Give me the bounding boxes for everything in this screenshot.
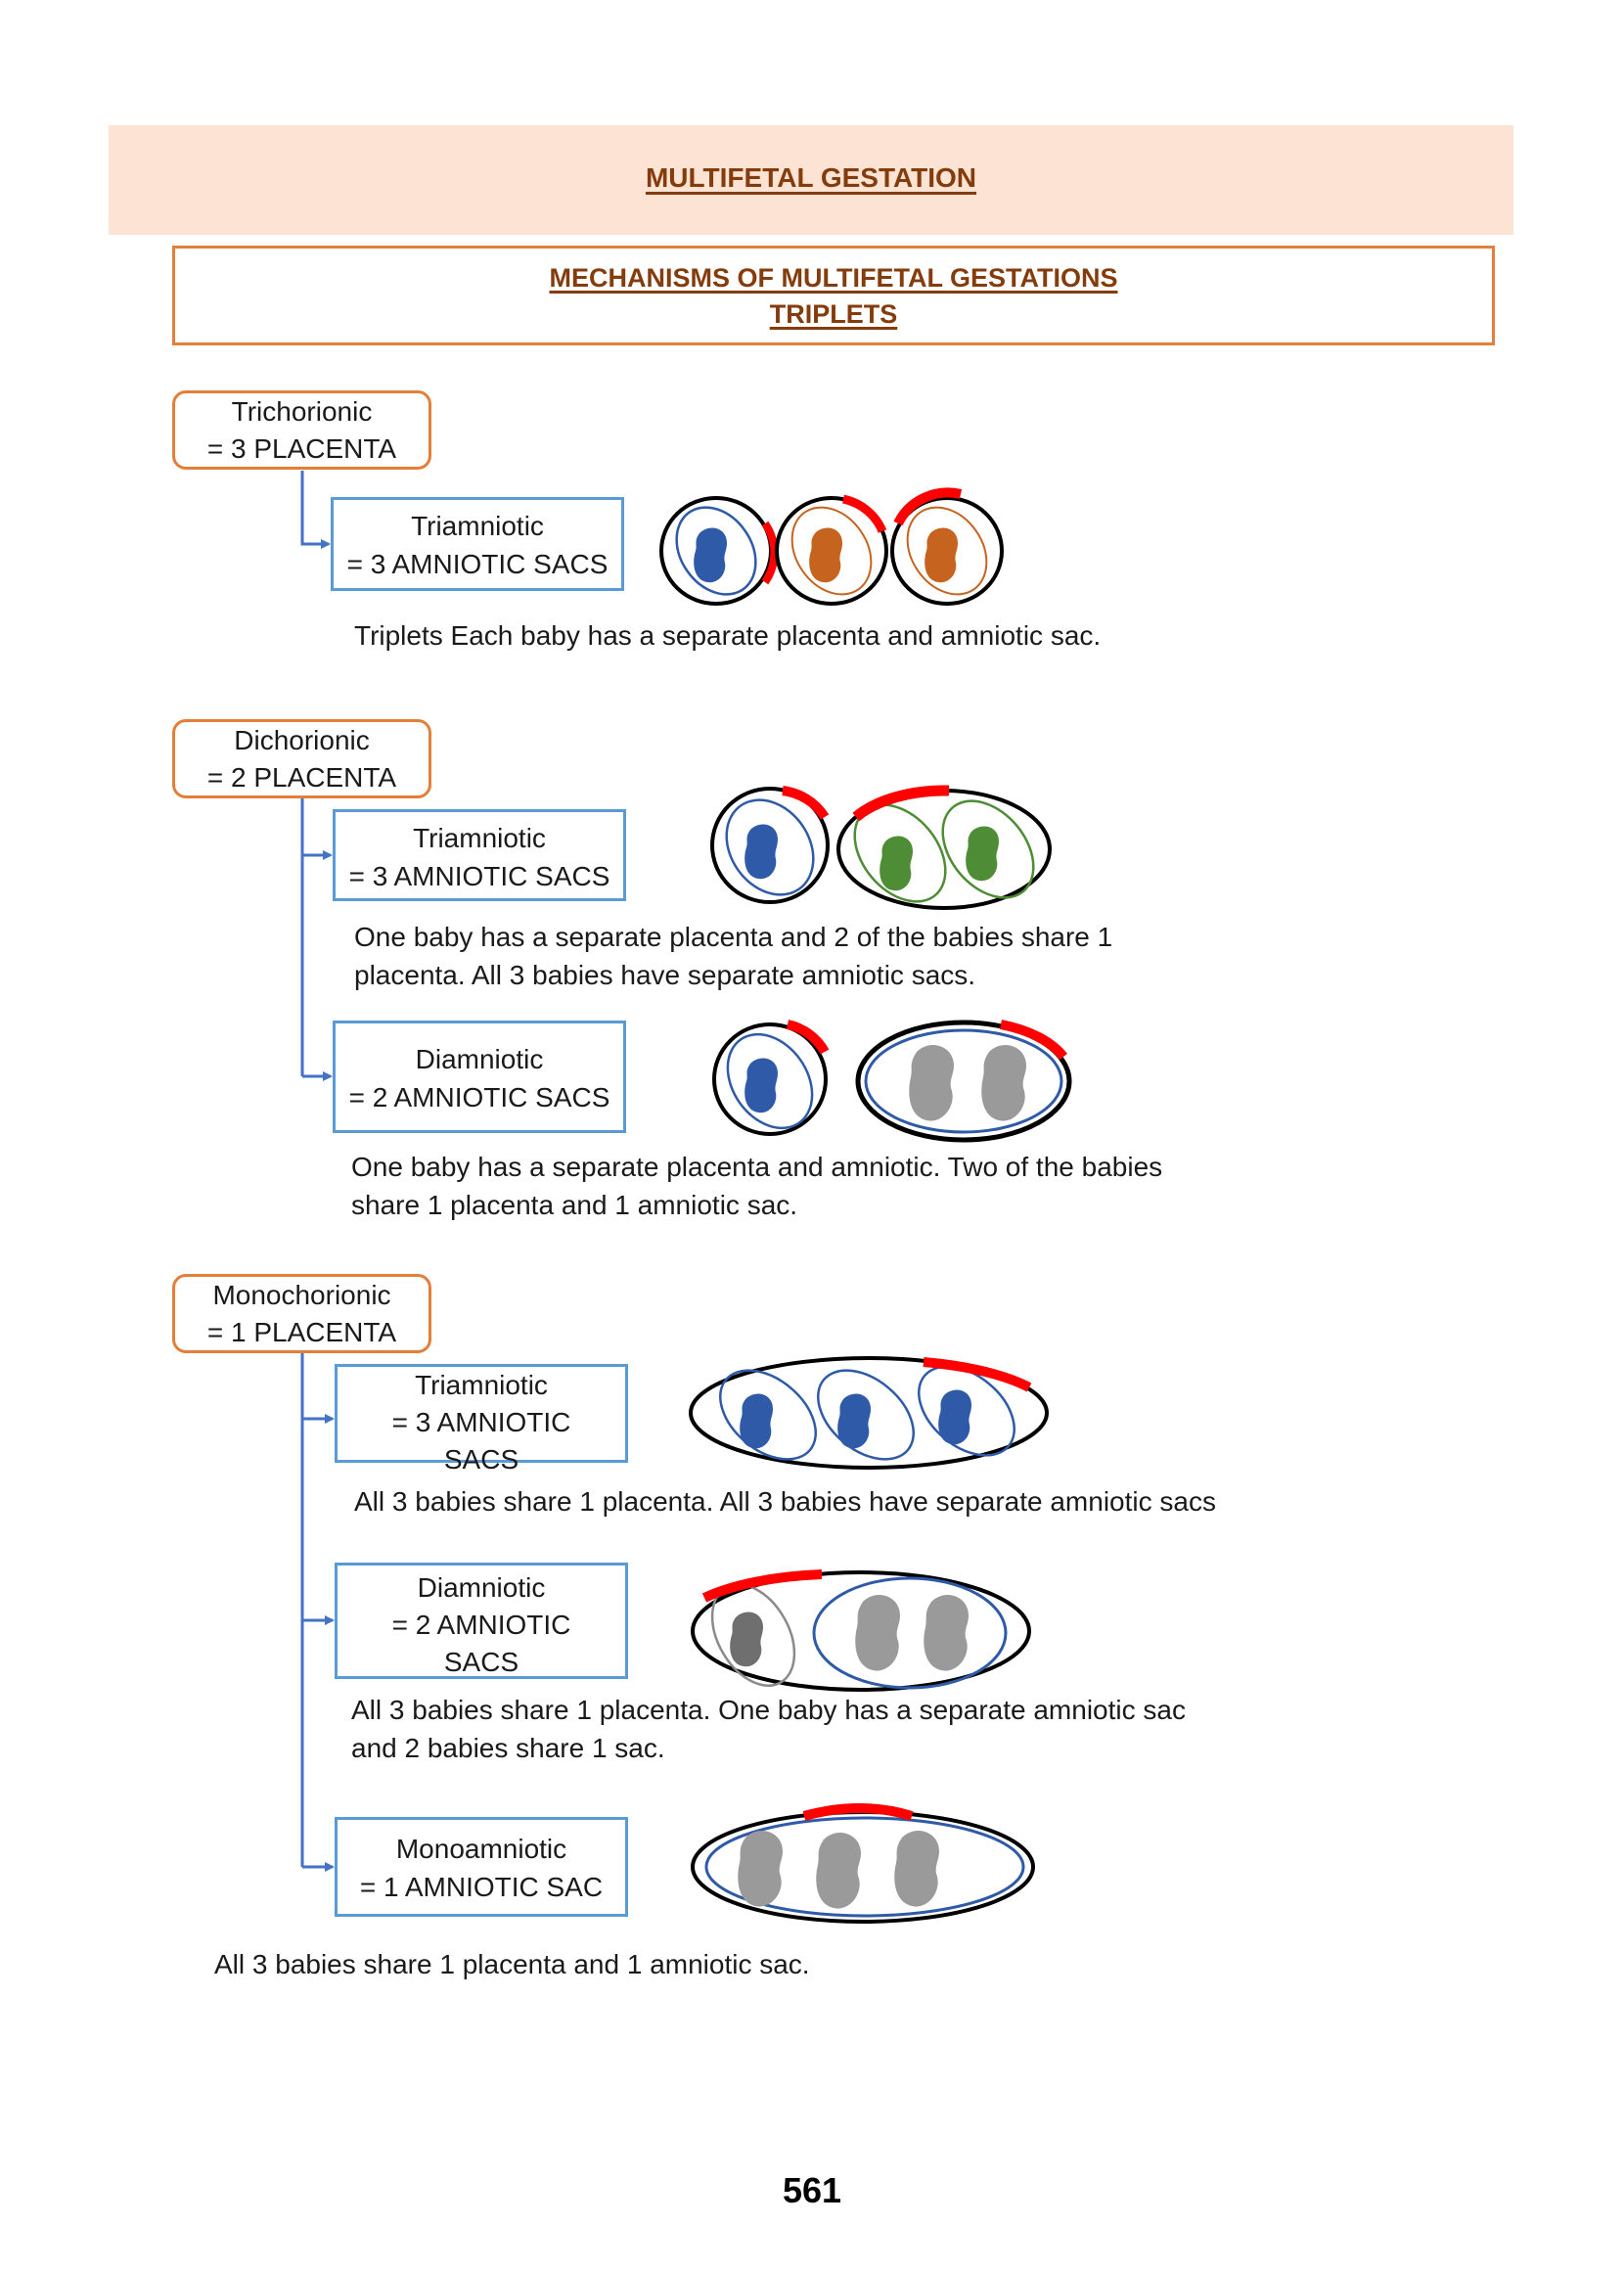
chorion-count: = 2 PLACENTA (206, 762, 397, 793)
fetus-icon (744, 824, 778, 880)
caption-line: share 1 placenta and 1 amniotic sac. (351, 1190, 798, 1220)
fetus-icon (924, 1594, 969, 1671)
connector-trichorionic (300, 471, 331, 549)
illustration-monochorionic-diamniotic (691, 1569, 1031, 1692)
header-band: MULTIFETAL GESTATION (109, 125, 1513, 235)
chorion-label: Dichorionic (234, 725, 370, 755)
chorion-count: = 1 PLACENTA (206, 1317, 397, 1347)
chorion-label: Trichorionic (231, 396, 373, 427)
page-number: 561 (782, 2170, 842, 2210)
amnion-box-dichorionic-diamniotic: Diamniotic = 2 AMNIOTIC SACS (333, 1021, 626, 1133)
caption-monochorionic-diamniotic: All 3 babies share 1 placenta. One baby … (351, 1691, 1186, 1767)
caption-line: One baby has a separate placenta and 2 o… (354, 922, 1113, 952)
placenta-arc (841, 494, 887, 533)
fetus-sac-shared (836, 785, 1052, 910)
fetus-sac-2 (775, 494, 888, 606)
fetus-icon (938, 1389, 971, 1445)
fetus-icon (744, 1058, 778, 1113)
chorion-box-trichorionic: Trichorionic = 3 PLACENTA (172, 390, 431, 470)
fetus-icon (809, 527, 842, 583)
placenta-arc (761, 521, 779, 585)
fetus-icon (894, 1830, 939, 1907)
amnion-count-cont: SACS (443, 1444, 519, 1475)
amnion-count: = 3 AMNIOTIC SACS (346, 549, 609, 579)
amnion-label: Diamniotic (415, 1044, 544, 1074)
amnion-sac-2 (817, 1369, 915, 1461)
caption-dichorionic-triamniotic: One baby has a separate placenta and 2 o… (354, 918, 1112, 994)
illustration-monochorionic-triamniotic (689, 1356, 1049, 1470)
fetus-icon (694, 527, 727, 583)
chorion-box-monochorionic: Monochorionic = 1 PLACENTA (172, 1274, 431, 1353)
amnion-count: = 3 AMNIOTIC (391, 1407, 571, 1437)
illustration-monochorionic-monoamniotic (691, 1803, 1035, 1924)
caption-line: All 3 babies share 1 placenta and 1 amni… (214, 1949, 810, 1979)
amnion-count: = 3 AMNIOTIC SACS (348, 861, 610, 891)
amnion-box-monochorionic-triamniotic: Triamniotic = 3 AMNIOTIC SACS (335, 1364, 628, 1475)
fetus-sac-1 (659, 496, 779, 606)
fetus-icon (816, 1832, 861, 1909)
amnion-count: = 2 AMNIOTIC SACS (348, 1082, 610, 1112)
amnion-ellipse (704, 1816, 1025, 1918)
amnion-box-trichorionic-triamniotic: Triamniotic = 3 AMNIOTIC SACS (331, 497, 624, 591)
placenta-arc (782, 786, 830, 820)
amnion-count: = 2 AMNIOTIC (391, 1610, 571, 1640)
fetus-sac-shared (855, 1020, 1072, 1143)
illustration-dichorionic-triamniotic (710, 785, 1052, 910)
amnion-label: Triamniotic (415, 1370, 548, 1400)
fetus-icon (925, 527, 958, 583)
fetus-icon (740, 1393, 773, 1449)
fetus-icon (837, 1393, 871, 1449)
amnion-sac-3 (918, 1365, 1015, 1457)
page-title: MULTIFETAL GESTATION (645, 162, 977, 193)
placenta-arc (701, 1569, 823, 1603)
fetus-icon (730, 1612, 763, 1667)
amnion-box-monochorionic-diamniotic: Diamniotic = 2 AMNIOTIC SACS (335, 1563, 628, 1679)
fetus-icon (966, 826, 999, 882)
caption-line: One baby has a separate placenta and amn… (351, 1152, 1163, 1182)
amnion-sac-shared (812, 1576, 1008, 1690)
placenta-arc (786, 1020, 830, 1055)
chorion-count: = 3 PLACENTA (206, 433, 397, 464)
amnion-count-cont: SACS (443, 1647, 519, 1677)
illustration-trichorionic-triamniotic (659, 487, 1004, 606)
fetus-sac-single (710, 786, 830, 904)
caption-dichorionic-diamniotic: One baby has a separate placenta and amn… (351, 1148, 1162, 1224)
placenta-arc (802, 1803, 914, 1821)
amnion-label: Diamniotic (417, 1572, 546, 1603)
caption-line: and 2 babies share 1 sac. (351, 1733, 665, 1763)
amnion-count: = 1 AMNIOTIC SAC (359, 1872, 604, 1902)
fetus-icon (855, 1594, 900, 1671)
subtitle-box: MECHANISMS OF MULTIFETAL GESTATIONS TRIP… (172, 246, 1495, 345)
subtitle-line-1: MECHANISMS OF MULTIFETAL GESTATIONS (549, 263, 1118, 293)
subtitle-line-2: TRIPLETS (769, 299, 898, 329)
caption-monochorionic-triamniotic: All 3 babies share 1 placenta. All 3 bab… (354, 1482, 1216, 1521)
placenta-arc (852, 785, 950, 822)
placenta-arc (893, 487, 963, 526)
amnion-box-monochorionic-monoamniotic: Monoamniotic = 1 AMNIOTIC SAC (335, 1817, 628, 1917)
fetus-icon (909, 1044, 954, 1121)
fetus-icon (981, 1044, 1026, 1121)
amnion-label: Triamniotic (411, 511, 544, 541)
fetus-icon (880, 836, 913, 891)
caption-line: Triplets Each baby has a separate placen… (354, 620, 1102, 651)
illustration-dichorionic-diamniotic (712, 1020, 1072, 1143)
placenta-arc (1000, 1020, 1067, 1061)
caption-monochorionic-monoamniotic: All 3 babies share 1 placenta and 1 amni… (214, 1945, 810, 1983)
chorion-box-dichorionic: Dichorionic = 2 PLACENTA (172, 719, 431, 798)
amnion-sac-1 (719, 1369, 817, 1461)
amnion-label: Monoamniotic (395, 1834, 567, 1864)
caption-line: All 3 babies share 1 placenta. One baby … (351, 1695, 1186, 1725)
caption-line: placenta. All 3 babies have separate amn… (354, 960, 976, 990)
amnion-box-dichorionic-triamniotic: Triamniotic = 3 AMNIOTIC SACS (333, 809, 626, 901)
placenta-arc (923, 1357, 1032, 1392)
chorion-label: Monochorionic (212, 1280, 391, 1310)
caption-line: All 3 babies share 1 placenta. All 3 bab… (354, 1486, 1216, 1517)
fetus-sac-single (712, 1020, 830, 1136)
caption-trichorionic-triamniotic: Triplets Each baby has a separate placen… (354, 616, 1101, 655)
amnion-label: Triamniotic (413, 823, 546, 853)
fetus-sac-3 (890, 487, 1004, 606)
fetus-icon (738, 1830, 783, 1907)
